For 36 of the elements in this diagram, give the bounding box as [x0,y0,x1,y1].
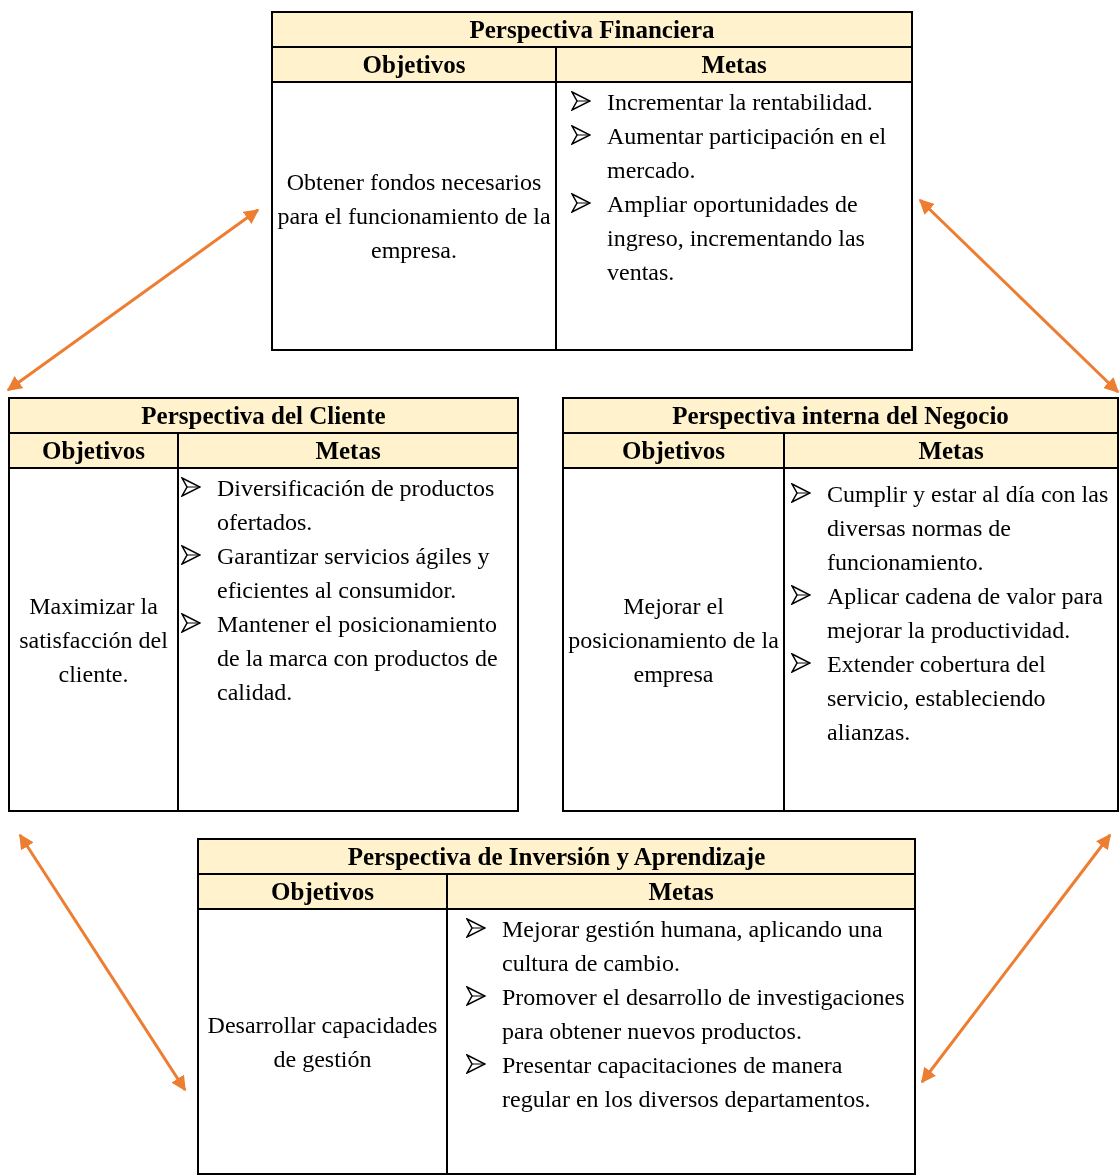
table-title: Perspectiva interna del Negocio [564,399,1117,434]
goal-text: Aplicar cadena de valor para mejorar la productividad. [827,582,1104,645]
column-header: Objetivos [564,434,785,469]
double-arrow [6,208,260,392]
table-card [197,838,916,1175]
goal-text: Extender cobertura del servicio, estableciendo alianzas. [827,650,1047,747]
goal-text: Aumentar participación en el mercado. [607,122,888,185]
goal-text: Diversificación de productos ofertados. [217,474,496,537]
column-header: Metas [179,434,517,469]
goal-text: Mejorar gestión humana, aplicando una cultura de cambio. [502,915,884,978]
double-arrow [920,833,1112,1084]
column-header: Objetivos [273,48,557,83]
goal-text: Promover el desarrollo de investigaciones para obtener nuevos productos. [502,983,906,1046]
objective-text: Maximizar la satisfacción del cliente. [18,591,169,689]
column-header: Objetivos [10,434,179,469]
goal-text: Presentar capacitaciones de manera regular en los diversos departamentos. [502,1051,872,1114]
double-arrow [918,198,1120,394]
double-arrow [18,833,187,1092]
goal-text: Mantener el posicionamiento de la marca con productos de calidad. [217,610,499,707]
goal-text: Ampliar oportunidades de ingreso, incrementando las ventas. [607,190,866,287]
table-title: Perspectiva de Inversión y Aprendizaje [199,840,914,875]
column-header: Metas [448,875,914,910]
goal-text: Incrementar la rentabilidad. [607,88,873,117]
table-title: Perspectiva Financiera [273,13,911,48]
goal-text: Garantizar servicios ágiles y eficientes al consumidor. [217,542,491,605]
column-header: Metas [785,434,1117,469]
table-title: Perspectiva del Cliente [10,399,517,434]
objective-text: Mejorar el posicionamiento de la empresa [568,591,779,689]
objective-text: Desarrollar capacidades de gestión [206,1010,439,1074]
column-header: Metas [557,48,911,83]
goal-text: Cumplir y estar al día con las diversas normas de funcionamiento. [827,480,1110,577]
table-card [562,397,1119,812]
table-card [271,11,913,351]
column-header: Objetivos [199,875,448,910]
objective-text: Obtener fondos necesarios para el funcionamiento de la empresa. [277,168,551,265]
table-card [8,397,519,812]
